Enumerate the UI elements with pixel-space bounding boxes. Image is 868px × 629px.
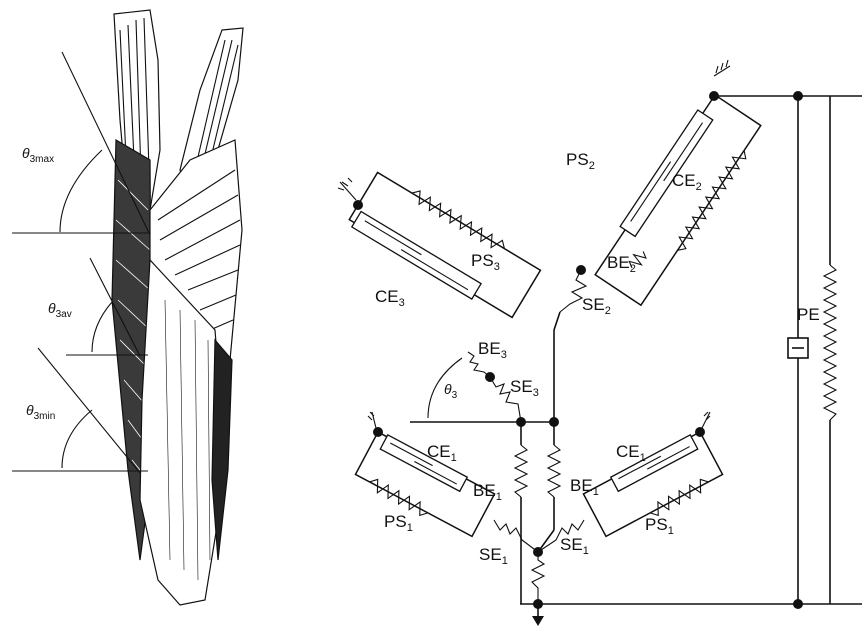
node-b3-top — [353, 200, 363, 210]
mechanical-model: PE PS2 CE2 BE2 SE2 PS — [338, 60, 862, 626]
av-angle-arc — [92, 302, 112, 352]
be2-label: BE2 — [607, 253, 636, 275]
node-b1r-top — [695, 427, 705, 437]
ps1-right-label: PS1 — [645, 515, 674, 537]
pe-label: PE — [797, 305, 820, 324]
muscle-edge-right — [212, 340, 232, 560]
ps1-right-spring — [647, 477, 711, 519]
theta-max-label: θ3max — [22, 145, 54, 165]
max-angle-arc — [60, 150, 102, 232]
theta-min-label: θ3min — [26, 402, 55, 422]
ce3-label: CE3 — [375, 287, 405, 309]
ps2-label: PS2 — [566, 150, 595, 172]
ground-2 — [714, 60, 730, 76]
ps3-label: PS3 — [471, 251, 500, 273]
ground-3 — [338, 178, 356, 200]
pe-spring — [824, 265, 836, 420]
ground-1-right — [702, 412, 710, 428]
be1-right-label: BE1 — [570, 476, 599, 498]
branch-2 — [590, 92, 766, 309]
theta3-label: θ3 — [444, 381, 458, 401]
output-spring — [532, 552, 544, 604]
output-arrow-head — [532, 616, 544, 626]
vert-left-spring — [515, 445, 527, 497]
ps1-left-label: PS1 — [384, 512, 413, 534]
vert-right-spring — [548, 445, 560, 497]
se1-right-label: SE1 — [560, 535, 589, 557]
node-b2-top — [709, 91, 719, 101]
node-b1l-top — [373, 427, 383, 437]
ground-1-left — [368, 412, 376, 428]
se1-left-label: SE1 — [479, 545, 508, 567]
be1-left-label: BE1 — [473, 481, 502, 503]
min-angle-arc — [62, 410, 92, 468]
ce1-right-label: CE1 — [616, 442, 646, 464]
se2-wire — [554, 312, 560, 330]
node-pe-bottom — [793, 599, 803, 609]
ce2-label: CE2 — [672, 171, 702, 193]
branch-2-box — [595, 95, 761, 305]
se2-label: SE2 — [582, 295, 611, 317]
node-pe-top — [793, 91, 803, 101]
ce1-left-label: CE1 — [427, 442, 457, 464]
muscle-illustration: θ3max θ3av θ3min — [12, 10, 243, 605]
se3-label: SE3 — [510, 377, 539, 399]
theta-av-label: θ3av — [48, 300, 72, 320]
be3-label: BE3 — [478, 339, 507, 361]
